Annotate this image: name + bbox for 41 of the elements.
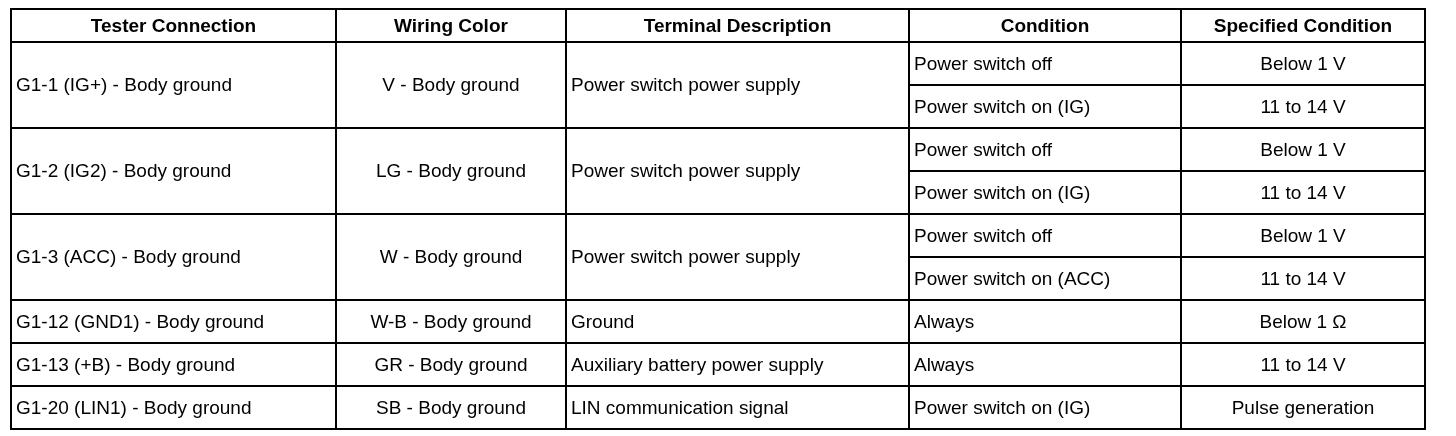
table-cell: Pulse generation bbox=[1181, 386, 1425, 429]
table-cell: V - Body ground bbox=[336, 42, 566, 128]
table-cell: LIN communication signal bbox=[566, 386, 909, 429]
column-header: Condition bbox=[909, 9, 1181, 42]
table-cell: Power switch off bbox=[909, 128, 1181, 171]
table-cell: GR - Body ground bbox=[336, 343, 566, 386]
table-cell: Power switch power supply bbox=[566, 128, 909, 214]
table-cell: Ground bbox=[566, 300, 909, 343]
table-cell: SB - Body ground bbox=[336, 386, 566, 429]
table-cell: 11 to 14 V bbox=[1181, 343, 1425, 386]
table-cell: 11 to 14 V bbox=[1181, 85, 1425, 128]
table-cell: G1-13 (+B) - Body ground bbox=[11, 343, 336, 386]
column-header: Wiring Color bbox=[336, 9, 566, 42]
table-cell: Power switch power supply bbox=[566, 214, 909, 300]
table-cell: G1-2 (IG2) - Body ground bbox=[11, 128, 336, 214]
table-cell: G1-1 (IG+) - Body ground bbox=[11, 42, 336, 128]
table-cell: Power switch on (IG) bbox=[909, 85, 1181, 128]
table-cell: W-B - Body ground bbox=[336, 300, 566, 343]
table-cell: Below 1 V bbox=[1181, 128, 1425, 171]
table-cell: Power switch off bbox=[909, 42, 1181, 85]
table-cell: Power switch on (IG) bbox=[909, 386, 1181, 429]
table-cell: Always bbox=[909, 343, 1181, 386]
column-header: Tester Connection bbox=[11, 9, 336, 42]
table-cell: G1-12 (GND1) - Body ground bbox=[11, 300, 336, 343]
table-cell: 11 to 14 V bbox=[1181, 257, 1425, 300]
table-cell: Below 1 V bbox=[1181, 42, 1425, 85]
table-cell: Power switch off bbox=[909, 214, 1181, 257]
table-cell: Power switch power supply bbox=[566, 42, 909, 128]
table-cell: Always bbox=[909, 300, 1181, 343]
table-cell: G1-3 (ACC) - Body ground bbox=[11, 214, 336, 300]
table-cell: LG - Body ground bbox=[336, 128, 566, 214]
table-cell: Below 1 Ω bbox=[1181, 300, 1425, 343]
table-cell: Auxiliary battery power supply bbox=[566, 343, 909, 386]
table-cell: Power switch on (ACC) bbox=[909, 257, 1181, 300]
column-header: Terminal Description bbox=[566, 9, 909, 42]
table-cell: Below 1 V bbox=[1181, 214, 1425, 257]
table-cell: W - Body ground bbox=[336, 214, 566, 300]
table-cell: G1-20 (LIN1) - Body ground bbox=[11, 386, 336, 429]
column-header: Specified Condition bbox=[1181, 9, 1425, 42]
table-cell: 11 to 14 V bbox=[1181, 171, 1425, 214]
table-cell: Power switch on (IG) bbox=[909, 171, 1181, 214]
